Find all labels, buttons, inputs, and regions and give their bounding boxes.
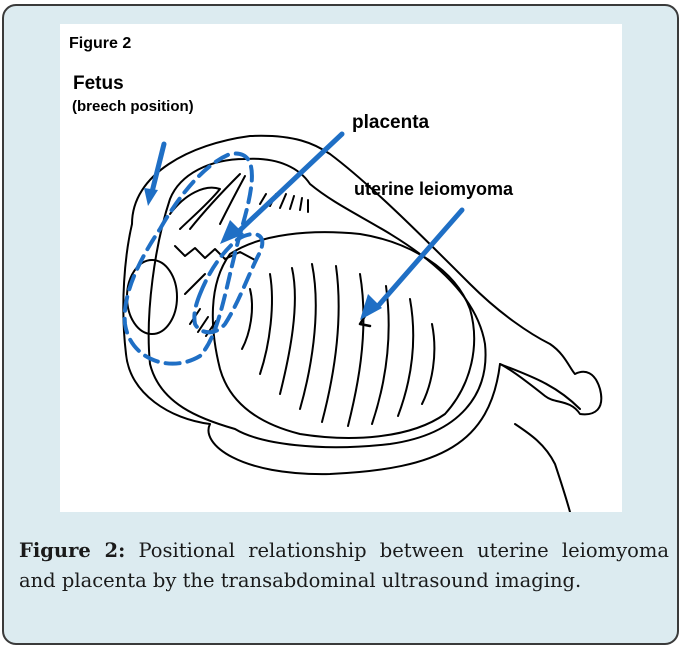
fetal-head: [127, 260, 177, 334]
fetus-arrow-head: [144, 188, 158, 206]
caption-label: Figure 2:: [19, 539, 125, 562]
leiomyoma-streak: [322, 266, 339, 422]
leiomyoma-mass: [213, 232, 474, 438]
leiomyoma-streak: [242, 289, 252, 349]
cervix-tail: [500, 364, 580, 512]
placenta-arrow-head: [220, 220, 244, 244]
inner-outline: [149, 159, 486, 447]
figure-caption: Figure 2: Positional relationship betwee…: [19, 536, 669, 596]
ultrasound-sketch: [60, 24, 622, 512]
leiomyoma-streak: [422, 324, 434, 404]
placenta-arrow: [238, 134, 342, 232]
figure-frame: Figure 2 Fetus (breech position) placent…: [2, 4, 679, 645]
leiomyoma-streak: [300, 264, 316, 409]
leiomyoma-streak: [280, 268, 295, 394]
figure-panel: Figure 2 Fetus (breech position) placent…: [60, 24, 622, 512]
leiomyoma-arrow: [378, 210, 462, 306]
fetal-spine: [175, 246, 255, 260]
leiomyoma-streak: [398, 299, 413, 416]
leiomyoma-streak: [260, 274, 272, 374]
leiomyoma-streak: [348, 274, 363, 426]
fetal-limb: [220, 176, 245, 224]
